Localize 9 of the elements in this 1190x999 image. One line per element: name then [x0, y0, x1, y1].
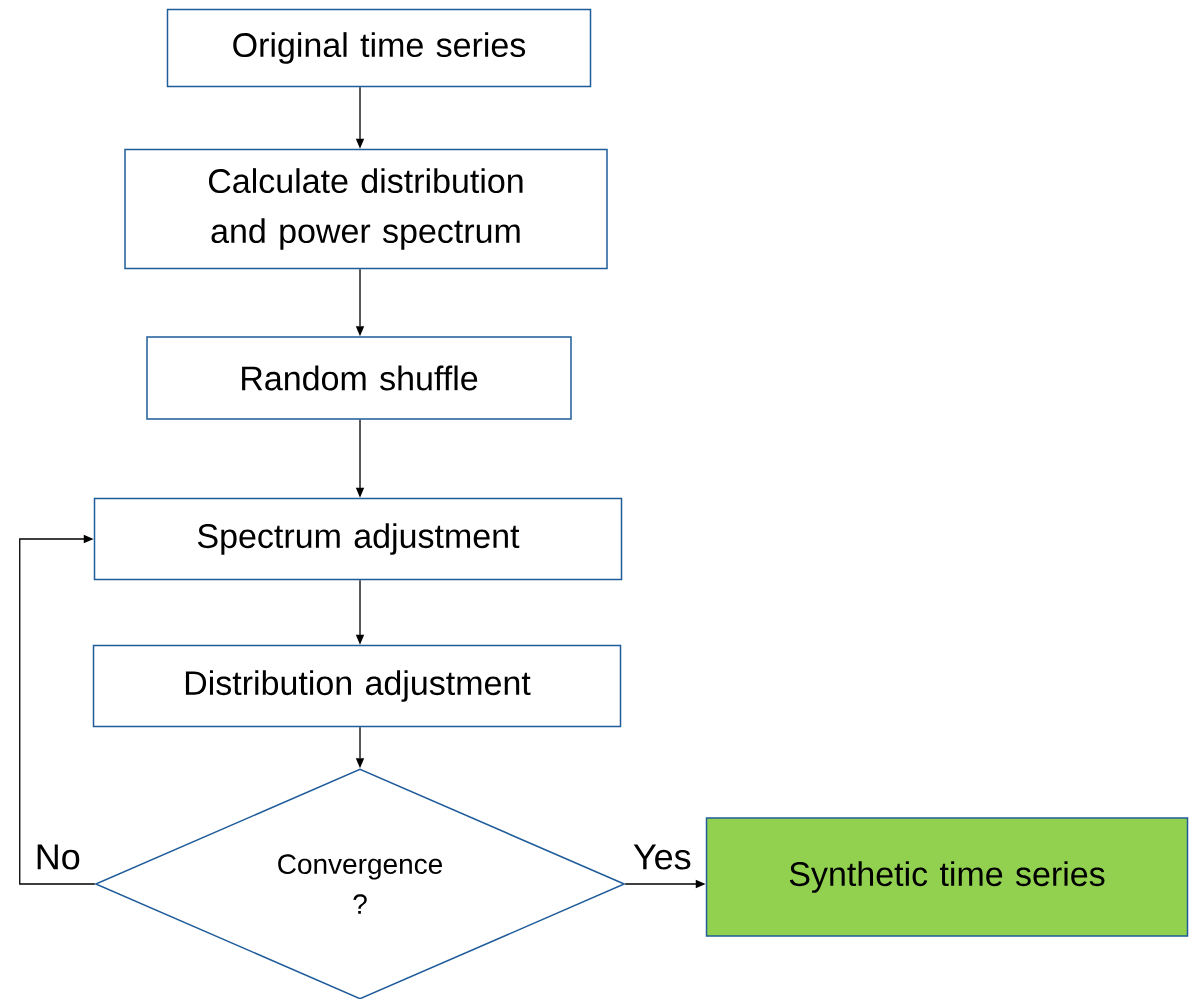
process-box: Distribution adjustment	[92, 644, 622, 728]
process-box: Synthetic time series	[705, 817, 1189, 937]
arrow	[19, 534, 96, 885]
process-box: Calculate distribution and power spectrum	[124, 148, 608, 270]
process-box: Random shuffle	[146, 336, 572, 420]
edge-label: No	[33, 843, 82, 871]
process-box: Original time series	[166, 8, 592, 88]
edge-label: Yes	[631, 843, 693, 871]
process-box: Spectrum adjustment	[93, 497, 623, 581]
